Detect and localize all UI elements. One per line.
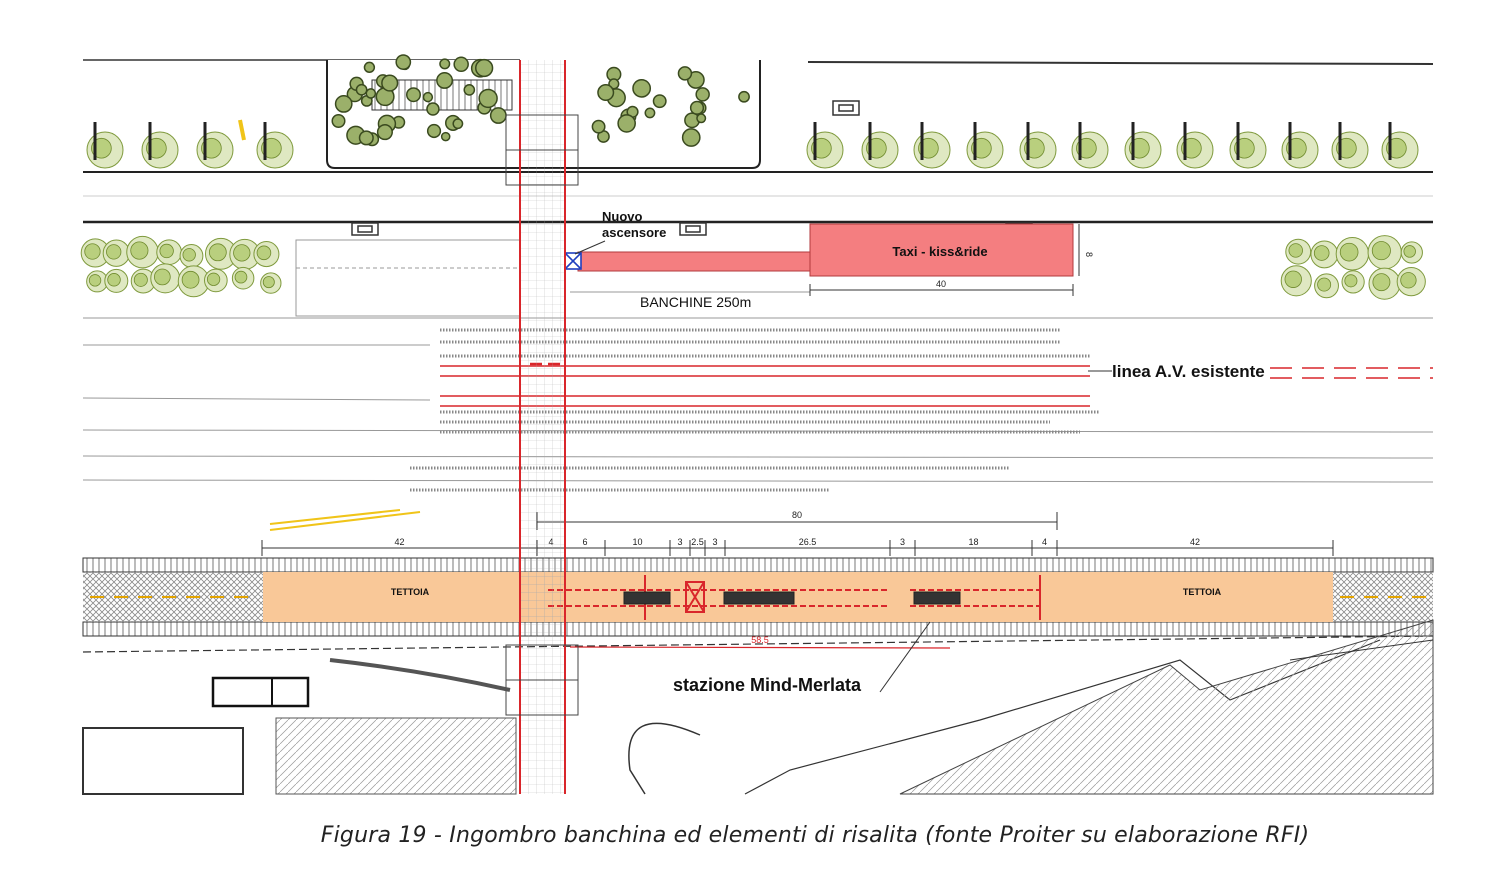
tree-cluster-right [1280,235,1426,300]
yellow-edge-marks [238,119,421,531]
dimension-value: 3 [712,537,717,547]
dimension-value: 3 [677,537,682,547]
red-dimension-58-5: 58.5 [751,635,769,645]
pedestrian-overpass [505,60,579,794]
dimension-80: 80 [792,510,802,520]
platform: TETTOIA TETTOIA 58.5 [82,557,1434,653]
lower-site-area [82,619,1434,795]
dimension-value: 18 [968,537,978,547]
dimension-value: 4 [1042,537,1047,547]
nuovo-ascensore-label-line1: Nuovo [602,209,643,224]
taxi-kiss-ride-area: Taxi - kiss&ride 8 40 [577,223,1094,296]
stazione-label: stazione Mind-Merlata [673,675,862,695]
banchine-label: BANCHINE 250m [640,294,751,310]
dimension-value: 3 [900,537,905,547]
dimension-value: 2.5 [691,537,704,547]
nuovo-ascensore-label-line2: ascensore [602,225,666,240]
tree-row [86,122,1419,169]
elevator-icon [564,252,582,270]
dimension-value: 6 [582,537,587,547]
taxi-length-label: 40 [936,279,946,289]
dimension-value: 26.5 [799,537,817,547]
tettoia-left-label: TETTOIA [391,587,430,597]
station-plan-diagram: Taxi - kiss&ride 8 40 Nuovo ascensore BA… [80,54,1434,795]
dimension-value: 10 [632,537,642,547]
taxi-depth-label: 8 [1084,252,1094,257]
parking-sign-icons [351,100,1033,236]
tettoia-right-label: TETTOIA [1183,587,1222,597]
dimension-value: 42 [1190,537,1200,547]
tree-cluster-park [331,54,750,147]
taxi-label: Taxi - kiss&ride [892,244,987,259]
drawing-frame [83,58,1434,794]
ascensore-leader [574,240,606,255]
dimension-value: 42 [394,537,404,547]
linea-av-label: linea A.V. esistente [1112,362,1265,381]
tree-cluster-left [80,235,282,298]
figure-caption: Figura 19 - Ingombro banchina ed element… [320,823,1310,848]
